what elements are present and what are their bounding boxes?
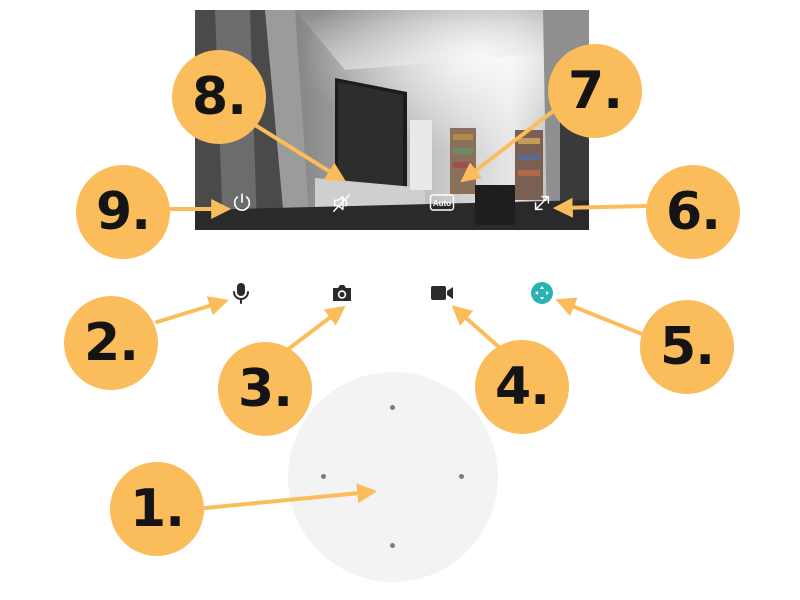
sound-toggle-button[interactable] (329, 190, 355, 216)
callout-6: 6. (646, 165, 740, 259)
power-button[interactable] (229, 190, 255, 216)
pad-left-button[interactable] (321, 474, 326, 479)
talk-button[interactable] (226, 278, 256, 308)
video-camera-icon (431, 286, 453, 300)
speaker-muted-icon (333, 194, 351, 212)
arrow-5 (555, 297, 644, 336)
callout-2: 2. (64, 296, 158, 390)
arrow-3 (285, 305, 346, 352)
callout-9: 9. (76, 165, 170, 259)
video-quality-label: Auto (433, 199, 451, 208)
pad-up-button[interactable] (390, 405, 395, 410)
callout-4: 4. (475, 340, 569, 434)
pad-right-button[interactable] (459, 474, 464, 479)
expand-icon (534, 195, 550, 211)
callout-3: 3. (218, 342, 312, 436)
fullscreen-button[interactable] (529, 190, 555, 216)
callout-5: 5. (640, 300, 734, 394)
video-quality-button[interactable]: Auto (429, 190, 455, 216)
snapshot-button[interactable] (327, 278, 357, 308)
ptz-direction-pad[interactable] (288, 372, 498, 582)
power-icon (233, 193, 251, 211)
pad-down-button[interactable] (390, 543, 395, 548)
callout-8: 8. (172, 50, 266, 144)
callout-1: 1. (110, 462, 204, 556)
direction-pad-icon (531, 282, 553, 304)
arrow-4 (451, 305, 502, 350)
callout-7: 7. (548, 44, 642, 138)
ptz-control-button[interactable] (527, 278, 557, 308)
auto-quality-icon: Auto (429, 194, 455, 211)
microphone-icon (233, 283, 249, 304)
record-button[interactable] (427, 278, 457, 308)
arrow-2 (155, 296, 229, 324)
camera-icon (333, 285, 351, 301)
